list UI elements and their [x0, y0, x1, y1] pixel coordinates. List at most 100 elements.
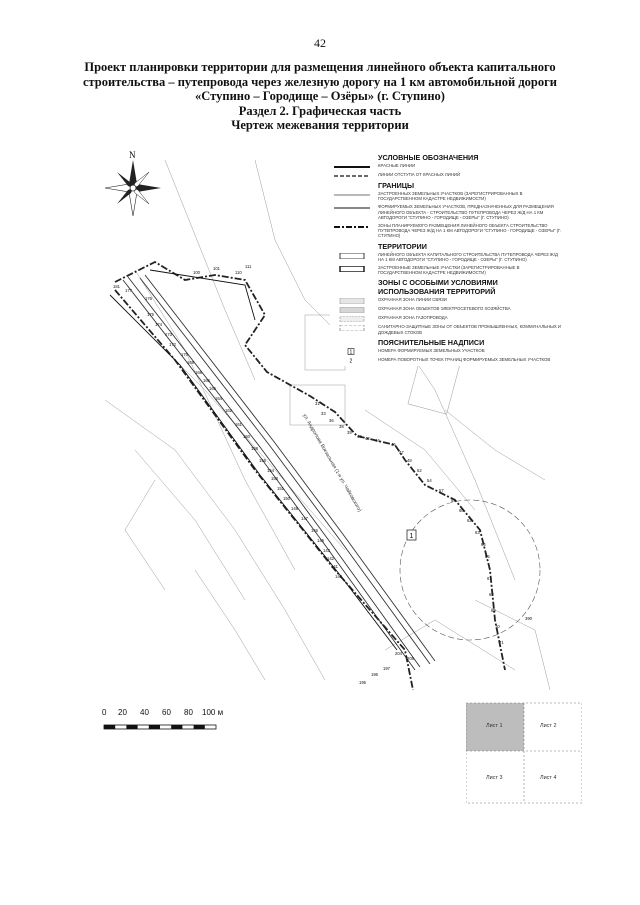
scale-bar: 0 20 40 60 80 100 м [102, 708, 242, 736]
legend-note-turn-points-text: НОМЕРА ПОВОРОТНЫХ ТОЧЕК ГРАНИЦ ФОРМИРУЕМ… [378, 356, 551, 362]
turning-point-label: 64 [481, 542, 486, 547]
turning-point-label: 70 [495, 624, 500, 629]
legend-territories-heading: ТЕРРИТОРИИ [378, 241, 427, 251]
scale-label-60: 60 [162, 708, 171, 717]
section-title: Раздел 2. Графическая часть [238, 103, 402, 118]
turn-point-symbol: 2 [350, 358, 353, 364]
legend-red-lines-text: КРАСНЫЕ ЛИНИИ [378, 163, 416, 168]
turning-point-label: 39 [347, 430, 352, 435]
turning-point-label: 150 [283, 496, 291, 501]
legend-border-formed: ФОРМИРУЕМЫХ ЗЕМЕЛЬНЫХ УЧАСТКОВ, ПРЕДНАЗН… [330, 204, 562, 220]
scale-label-20: 20 [118, 708, 127, 717]
turning-point-label: 153 [271, 476, 279, 481]
legend-zones-heading: ЗОНЫ С ОСОБЫМИ УСЛОВИЯМИ ИСПОЛЬЗОВАНИЯ Т… [378, 278, 498, 297]
parcel-boundary [114, 260, 506, 691]
turning-point-label: 390 [525, 616, 533, 621]
sheet-4-label: Лист 4 [540, 775, 557, 781]
legend-border-formed-text: ФОРМИРУЕМЫХ ЗЕМЕЛЬНЫХ УЧАСТКОВ, ПРЕДНАЗН… [378, 204, 554, 220]
gas-zone-symbol [339, 316, 365, 323]
turning-point-label: 181 [113, 284, 121, 289]
turning-point-label: 62 [467, 518, 472, 523]
turning-point-label: 195 [359, 680, 367, 685]
legend-zone-gas: ОХРАННАЯ ЗОНА ГАЗОПРОВОДА [330, 315, 562, 323]
legend-sample-parcel: 1 [350, 349, 353, 355]
legend-note-parcel-numbers-text: НОМЕРА ФОРМИРУЕМЫХ ЗЕМЕЛЬНЫХ УЧАСТКОВ [378, 347, 485, 353]
legend-zone-comm-text: ОХРАННАЯ ЗОНА ЛИНИИ СВЯЗИ [378, 297, 447, 303]
map-legend: УСЛОВНЫЕ ОБОЗНАЧЕНИЯ КРАСНЫЕ ЛИНИИ ЛИНИИ… [330, 152, 562, 366]
turning-point-label: 110 [235, 270, 242, 275]
legend-territory-built: ЗАСТРОЕННЫЕ ЗЕМЕЛЬНЫЕ УЧАСТКИ (ЗАРЕГИСТР… [330, 265, 562, 275]
turning-point-label: 146 [311, 528, 319, 533]
power-zone-symbol [339, 307, 365, 314]
turning-point-label: 111 [245, 264, 252, 269]
sheet-2-label: Лист 2 [540, 723, 557, 729]
legend-border-registered: ЗАСТРОЕННЫХ ЗЕМЕЛЬНЫХ УЧАСТКОВ (ЗАРЕГИСТ… [330, 191, 562, 201]
title-line-3: «Ступино – Городище – Озёры» (г. Ступино… [195, 89, 445, 103]
turning-point-label: 143 [323, 548, 331, 553]
turning-point-label: 164 [215, 396, 223, 401]
turning-point-label: 52 [417, 468, 422, 473]
turning-point-label: 142 [327, 556, 335, 561]
turning-point-label: 151 [277, 486, 285, 491]
legend-border-zone-text: ЗОНЫ ПЛАНИРУЕМОГО РАЗМЕЩЕНИЯ ЛИНЕЙНОГО О… [378, 223, 562, 239]
legend-territory-linear: ЛИНЕЙНОГО ОБЪЕКТА КАПИТАЛЬНОГО СТРОИТЕЛЬ… [330, 252, 562, 262]
turning-point-label: 36 [329, 418, 334, 423]
turning-point-label: 162 [225, 408, 233, 413]
turning-point-label: 174 [155, 322, 163, 327]
registered-border-symbol [334, 194, 370, 196]
scale-label-40: 40 [140, 708, 149, 717]
legend-setback-lines: ЛИНИИ ОТСТУПА ОТ КРАСНЫХ ЛИНИЙ [330, 172, 562, 178]
legend-setback-lines-text: ЛИНИИ ОТСТУПА ОТ КРАСНЫХ ЛИНИЙ [378, 172, 461, 177]
turning-point-label: 173 [165, 332, 173, 337]
scale-labels: 0 20 40 60 80 100 м [102, 708, 242, 718]
parcel-number-symbol: 1 [347, 348, 355, 355]
turning-point-label: 176 [145, 296, 153, 301]
turning-point-label: 170 [181, 352, 189, 357]
sheet-1-label: Лист 1 [486, 723, 503, 729]
turning-point-label: 59 [451, 498, 456, 503]
turning-point-label: 44 [375, 438, 380, 443]
linear-territory-symbol [339, 252, 365, 259]
scale-label-80: 80 [184, 708, 193, 717]
red-line-symbol [334, 166, 370, 168]
legend-border-registered-text: ЗАСТРОЕННЫХ ЗЕМЕЛЬНЫХ УЧАСТКОВ (ЗАРЕГИСТ… [378, 191, 523, 202]
turning-point-label: 161 [235, 422, 243, 427]
turning-point-label: 166 [203, 378, 211, 383]
turning-point-label: 100 [193, 270, 201, 275]
legend-zone-sanitary: САНИТАРНО-ЗАЩИТНЫЕ ЗОНЫ ОТ ОБЪЕКТОВ ПРОМ… [330, 324, 562, 335]
document-title: Проект планировки территории для размеще… [70, 60, 570, 133]
sanitary-zone-circle [399, 499, 541, 641]
legend-red-lines: КРАСНЫЕ ЛИНИИ [330, 163, 562, 169]
turning-point-label: 31 [315, 401, 320, 406]
turning-point-label: 40 [357, 434, 362, 439]
turning-point-label: 38 [339, 424, 344, 429]
parcel-number: 1 [410, 533, 414, 540]
zone-border-symbol [334, 226, 370, 229]
turning-point-label: 60 [459, 508, 464, 513]
turning-point-label: 65 [485, 554, 490, 559]
turning-point-label: 46 [391, 442, 396, 447]
turning-point-label: 145 [317, 538, 325, 543]
turning-point-label: 205 [407, 656, 415, 661]
legend-borders-heading: ГРАНИЦЫ [378, 181, 415, 190]
legend-note-parcel-numbers: 1 НОМЕРА ФОРМИРУЕМЫХ ЗЕМЕЛЬНЫХ УЧАСТКОВ [330, 347, 562, 355]
compass-rose-icon [104, 160, 161, 217]
turning-point-label: 67 [487, 576, 492, 581]
turning-point-label: 42 [365, 436, 370, 441]
title-line-1: Проект планировки территории для размеще… [84, 60, 556, 74]
turning-point-label: 141 [331, 564, 339, 569]
legend-border-zone: ЗОНЫ ПЛАНИРУЕМОГО РАЗМЕЩЕНИЯ ЛИНЕЙНОГО О… [330, 223, 562, 239]
turning-point-label: 63 [475, 530, 480, 535]
legend-zone-power: ОХРАННАЯ ЗОНА ОБЪЕКТОВ ЭЛЕКТРОСЕТЕВОГО Х… [330, 306, 562, 314]
legend-territory-linear-text: ЛИНЕЙНОГО ОБЪЕКТА КАПИТАЛЬНОГО СТРОИТЕЛЬ… [378, 251, 558, 262]
turning-point-labels: 1811771761751741731721701691681661651641… [113, 264, 533, 685]
turning-point-label: 68 [489, 592, 494, 597]
sheet-3-label: Лист 3 [486, 775, 503, 781]
turning-point-label: 158 [251, 446, 259, 451]
page-number: 42 [314, 36, 326, 50]
turning-point-label: 47 [399, 450, 404, 455]
sanitary-zone-symbol [339, 325, 365, 332]
turning-point-label: 69 [491, 608, 496, 613]
turning-point-label: 197 [383, 666, 391, 671]
sheet-index-grid [466, 702, 582, 804]
